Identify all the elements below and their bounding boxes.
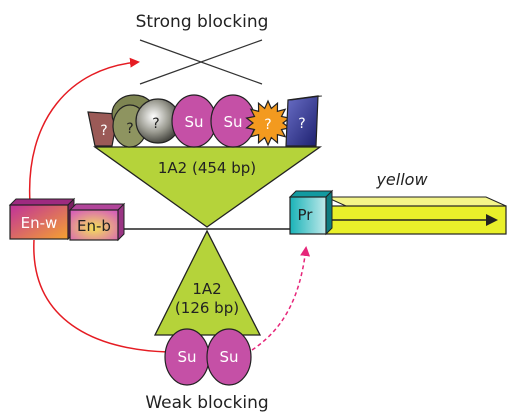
su-protein-2-label: Su — [223, 113, 242, 131]
protein-blue-label: ? — [298, 116, 305, 132]
su-protein-1-label: Su — [184, 113, 203, 131]
weak-blocking-title: Weak blocking — [145, 393, 268, 413]
insulator-126bp-label-line1: 1A2 — [192, 280, 221, 298]
en-w-box — [9, 204, 69, 240]
promoter-top — [288, 190, 334, 198]
promoter: Pr — [288, 189, 334, 236]
promoter-side — [325, 189, 333, 236]
cross-line-2 — [139, 39, 263, 85]
insulator-126bp-label-line2: (126 bp) — [175, 299, 239, 317]
strong-blocking-title: Strong blocking — [136, 12, 269, 32]
su-protein-3-label: Su — [177, 348, 196, 366]
protein-orange-label: ? — [264, 117, 271, 133]
promoter-box — [289, 196, 327, 235]
weak-path-curve — [33, 239, 169, 353]
big-insulator-proteins: ? ? ? Su Su ? ? — [87, 94, 323, 148]
protein-grey-label: ? — [152, 116, 159, 132]
en-b-label: En-b — [77, 217, 111, 235]
protein-brown-label: ? — [100, 123, 107, 139]
enhancer-en-w: En-w — [8, 197, 76, 241]
enhancer-en-b: En-b — [68, 202, 126, 242]
promoter-label: Pr — [298, 206, 314, 224]
en-w-label: En-w — [21, 214, 58, 232]
en-b-box — [69, 209, 119, 241]
protein-brown — [87, 111, 119, 147]
small-insulator-proteins: Su Su — [164, 328, 252, 386]
en-b-top — [68, 203, 126, 211]
protein-blue-top — [287, 95, 323, 101]
yellow-gene — [325, 196, 507, 235]
insulator-126bp-triangle — [153, 229, 262, 336]
protein-olive-label: ? — [126, 121, 133, 137]
transcription-arrowhead — [486, 214, 498, 226]
insulator-454bp-label: 1A2 (454 bp) — [158, 159, 256, 177]
strong-blocking-arrow — [28, 57, 140, 204]
gene-top — [325, 196, 507, 207]
en-w-top — [8, 198, 76, 206]
su-protein-4 — [206, 328, 252, 386]
insulator-454bp-triangle — [92, 146, 323, 228]
protein-orange-star — [245, 99, 291, 147]
gene-label: yellow — [375, 170, 428, 189]
en-b-side — [117, 202, 125, 242]
su-protein-4-label: Su — [219, 348, 238, 366]
